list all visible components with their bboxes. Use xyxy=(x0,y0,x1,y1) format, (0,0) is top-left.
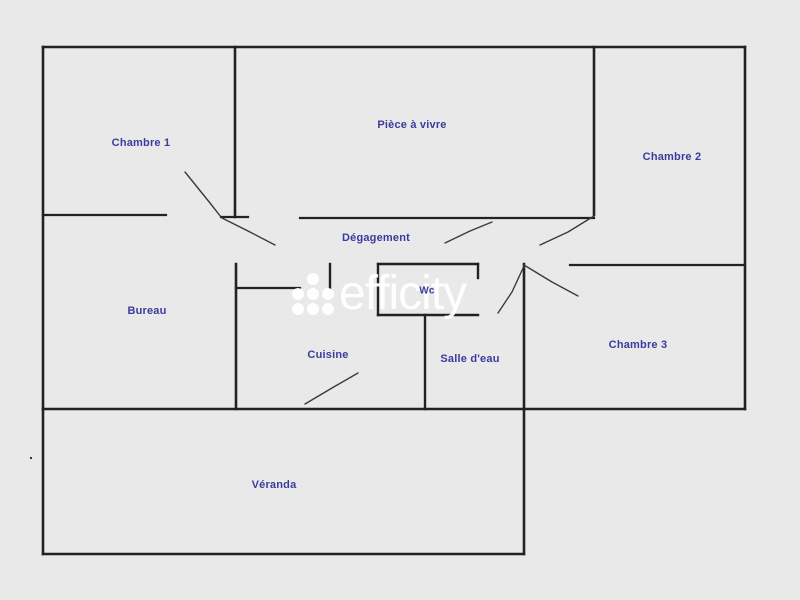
marks-group xyxy=(29,456,33,460)
doors-group xyxy=(184,171,595,405)
door-degagement-door-ne xyxy=(444,221,493,244)
door-chambre3-door xyxy=(523,264,579,297)
door-salle-deau-door xyxy=(497,265,525,314)
door-chambre1-door xyxy=(184,171,222,218)
walls-group xyxy=(41,45,747,556)
door-degagement-door-nw xyxy=(221,217,276,246)
left-edge-dot xyxy=(29,456,33,460)
door-chambre2-door xyxy=(539,215,595,246)
door-cuisine-door xyxy=(304,372,359,405)
